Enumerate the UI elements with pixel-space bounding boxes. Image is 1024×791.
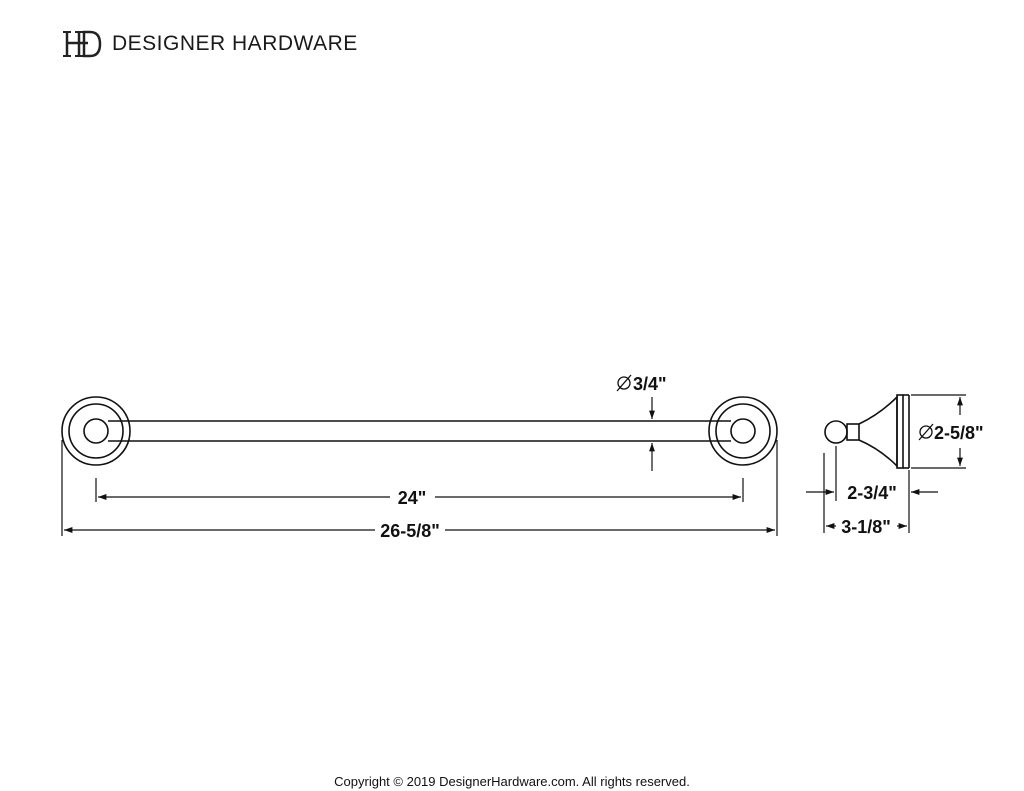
- side-view-post: [824, 394, 910, 469]
- bar-diameter-label: 3/4": [633, 374, 667, 394]
- overall-length-label: 26-5/8": [380, 521, 440, 541]
- left-post: [61, 396, 131, 466]
- post-diameter-dimension: [911, 394, 966, 469]
- brand-name: DESIGNER HARDWARE: [112, 32, 358, 55]
- projection-overall-label: 3-1/8": [841, 517, 891, 537]
- right-post: [708, 396, 778, 466]
- header: DESIGNER HARDWARE: [62, 26, 358, 62]
- diameter-symbol-icon-2: [919, 425, 933, 439]
- post-diameter-label: 2-5/8": [934, 423, 984, 443]
- diameter-symbol-slash: [616, 374, 632, 392]
- projection-dimensions: [806, 446, 938, 533]
- diameter-symbol-slash-2: [918, 423, 934, 441]
- projection-inner-label: 2-3/4": [847, 483, 897, 503]
- bar-length-label: 24": [398, 488, 427, 508]
- diameter-symbol-icon: [617, 376, 631, 390]
- towel-bar: [108, 420, 731, 442]
- designer-hardware-logo-icon: [63, 30, 102, 58]
- bar-length-dimension: [95, 478, 744, 502]
- copyright-footer: Copyright © 2019 DesignerHardware.com. A…: [334, 774, 690, 789]
- overall-length-dimension: [61, 440, 778, 536]
